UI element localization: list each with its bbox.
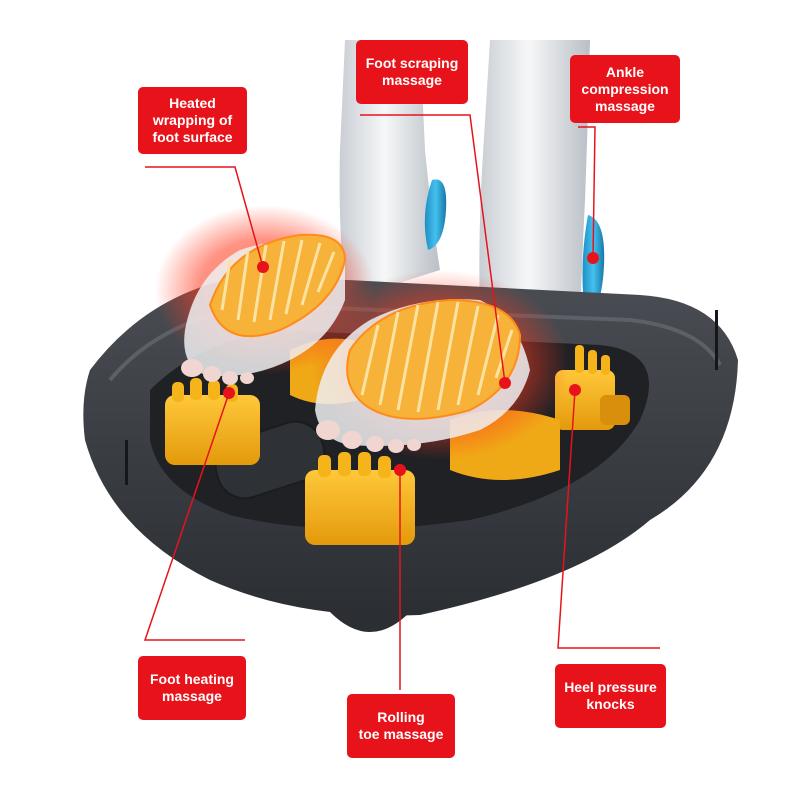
callout-foot-heating-line-2: massage (162, 688, 222, 704)
callout-rolling-toe: Rolling toe massage (347, 694, 455, 758)
leader-lines (143, 114, 660, 690)
heel-knocker (555, 345, 630, 430)
leader-foot-heating (143, 392, 245, 641)
callout-rolling-toe-line-2: toe massage (358, 726, 444, 742)
callout-heated-wrapping: Heated wrapping of foot surface (138, 87, 247, 154)
callout-heated-wrapping-line-3: foot surface (152, 129, 233, 145)
leader-heel (557, 389, 660, 649)
leader-heated (145, 166, 264, 268)
callout-foot-heating-line-1: Foot heating (150, 671, 234, 687)
leader-ankle (578, 126, 596, 259)
ankle-pad-left (424, 179, 447, 250)
post-right (715, 310, 718, 370)
callout-foot-scraping: Foot scraping massage (356, 40, 468, 104)
callout-heel-pressure: Heel pressure knocks (555, 664, 666, 728)
post-left (125, 440, 128, 485)
heating-coil-icon (208, 233, 347, 338)
callout-heel-pressure-line-2: knocks (586, 696, 635, 712)
callout-heated-wrapping-line-1: Heated (169, 95, 216, 111)
toes-left (181, 359, 254, 385)
leader-dots (223, 252, 599, 476)
callout-foot-heating: Foot heating massage (138, 656, 246, 720)
callout-foot-scraping-line-1: Foot scraping (365, 55, 459, 71)
callout-ankle-compression-line-2: compression (581, 80, 669, 97)
left-leg (339, 40, 440, 300)
roller-center (305, 452, 415, 545)
callout-foot-scraping-line-2: massage (382, 72, 442, 88)
callout-ankle-compression-line-1: Ankle (605, 63, 645, 80)
callout-ankle-compression: Ankle compression massage (570, 55, 680, 123)
toes-right (316, 420, 421, 453)
callout-heated-wrapping-line-2: wrapping of (152, 112, 233, 128)
right-leg (479, 40, 590, 320)
heating-coil-icon-right (346, 298, 522, 420)
callout-rolling-toe-line-1: Rolling (377, 709, 425, 725)
callout-heel-pressure-line-1: Heel pressure (564, 679, 657, 695)
massager-foot (330, 612, 410, 632)
leader-scraping (360, 114, 506, 384)
callout-ankle-compression-line-3: massage (595, 97, 655, 114)
